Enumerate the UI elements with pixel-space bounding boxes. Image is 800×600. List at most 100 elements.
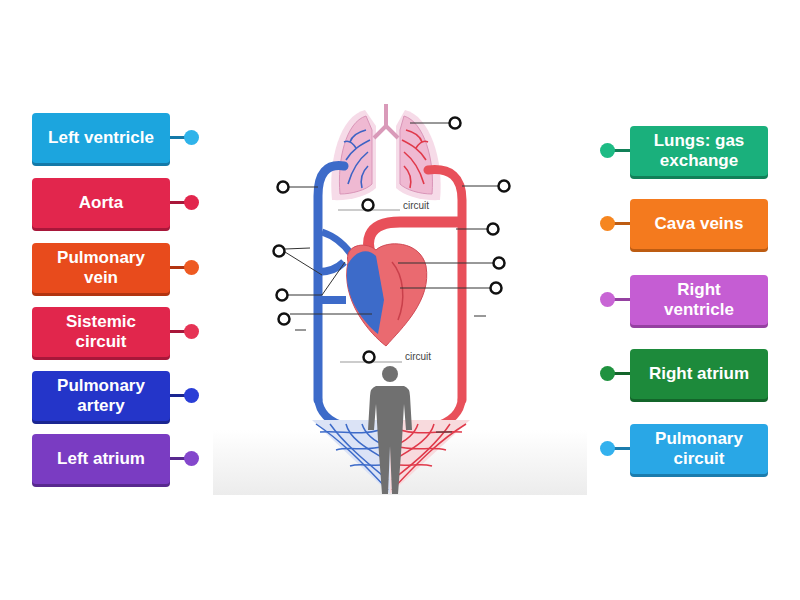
lung-halo [331, 110, 376, 200]
lung-vessel [404, 152, 424, 184]
leader-line [462, 186, 498, 187]
lung-vessel [406, 130, 422, 142]
label-tile: Sistemic circuit [32, 307, 170, 357]
label-text: Cava veins [655, 214, 744, 234]
leader-line [400, 288, 490, 289]
answer-slot [279, 314, 290, 325]
label-text: Right atrium [649, 364, 749, 384]
vena-cava [318, 296, 346, 304]
label-text: Pulmonary circuit [643, 429, 755, 468]
vena-cava [318, 262, 344, 272]
leader-line [290, 314, 372, 315]
answer-slot [364, 352, 375, 363]
lung-vessel [404, 166, 411, 188]
lung-vessel [350, 130, 366, 142]
label-text: Pulmonary artery [45, 376, 157, 415]
label-text: Right ventricle [643, 280, 755, 319]
capillaries-red [392, 424, 466, 490]
anchor-dot [600, 366, 615, 381]
tick-line [474, 316, 486, 317]
answer-slot [488, 224, 499, 235]
lung-halo [396, 110, 441, 200]
leader-line [285, 248, 310, 249]
leader-lines [285, 123, 498, 432]
anchor-stub [614, 372, 630, 375]
anchor-stub [614, 149, 630, 152]
lung-vessel [346, 140, 370, 160]
anchor-dot [184, 451, 199, 466]
capillary [316, 424, 388, 490]
capillary [400, 430, 462, 433]
lung-vessel [416, 141, 428, 148]
heart-right-side [347, 251, 384, 334]
label-text: Pulmonary vein [45, 248, 157, 287]
answer-slot [491, 283, 502, 294]
anchor-dot [184, 195, 199, 210]
anchor-dot [184, 260, 199, 275]
label-text: Left atrium [57, 449, 145, 469]
anchor-dot [600, 143, 615, 158]
human-silhouette [368, 386, 412, 494]
leader-line [322, 262, 345, 295]
leader-line [289, 187, 318, 188]
answer-slot [499, 181, 510, 192]
right-lung [400, 116, 432, 194]
answer-slot [274, 246, 285, 257]
answer-slot [277, 290, 288, 301]
lung-vessels-blue [344, 130, 370, 188]
label-tile: Left ventricle [32, 113, 170, 163]
label-text: Aorta [79, 193, 123, 213]
label-tile: Lungs: gas exchange [630, 126, 768, 176]
answer-slot [363, 200, 374, 211]
anchor-stub [614, 222, 630, 225]
capillary [396, 446, 446, 450]
blue-vessel [318, 166, 344, 400]
anchor-dot [184, 324, 199, 339]
lung-vessel [361, 166, 368, 188]
capillary [336, 446, 384, 450]
capillary [320, 430, 380, 433]
lung-vessels-red [402, 130, 428, 188]
blank-label: circuit [405, 351, 431, 362]
anchor-dot [600, 292, 615, 307]
label-tile: Right ventricle [630, 275, 768, 325]
leader-line [398, 263, 493, 264]
lung-vessel [402, 140, 426, 160]
label-tile: Pulmonary vein [32, 243, 170, 293]
label-text: Lungs: gas exchange [643, 131, 755, 170]
label-text: Sistemic circuit [45, 312, 157, 351]
anchor-dot [184, 130, 199, 145]
anchor-dot [600, 216, 615, 231]
red-vessel [428, 170, 462, 400]
lung-vessel [348, 152, 368, 184]
label-text: Left ventricle [48, 128, 154, 148]
capillary [392, 424, 466, 490]
leader-line [288, 295, 322, 296]
heart-septum [392, 262, 403, 320]
label-tile: Right atrium [630, 349, 768, 399]
human-head [382, 366, 398, 382]
anchor-dot [600, 441, 615, 456]
label-tile: Pulmonary artery [32, 371, 170, 421]
anchor-stub [614, 298, 630, 301]
answer-slot [450, 118, 461, 129]
label-tile: Pulmonary circuit [630, 424, 768, 474]
answer-slots [274, 118, 510, 363]
anchor-dot [184, 388, 199, 403]
tick-line [295, 330, 306, 331]
leader-line [456, 229, 487, 230]
answer-slot [278, 182, 289, 193]
label-tile: Aorta [32, 178, 170, 228]
capillaries-blue [316, 424, 388, 490]
left-lung [339, 116, 372, 194]
tick-line [436, 432, 452, 433]
anchor-stub [614, 447, 630, 450]
label-tile: Cava veins [630, 199, 768, 249]
lung-vessel [344, 141, 356, 148]
answer-slot [494, 258, 505, 269]
illustration-background [213, 100, 587, 495]
leader-line [285, 252, 322, 275]
label-tile: Left atrium [32, 434, 170, 484]
blank-label: circuit [403, 200, 429, 211]
